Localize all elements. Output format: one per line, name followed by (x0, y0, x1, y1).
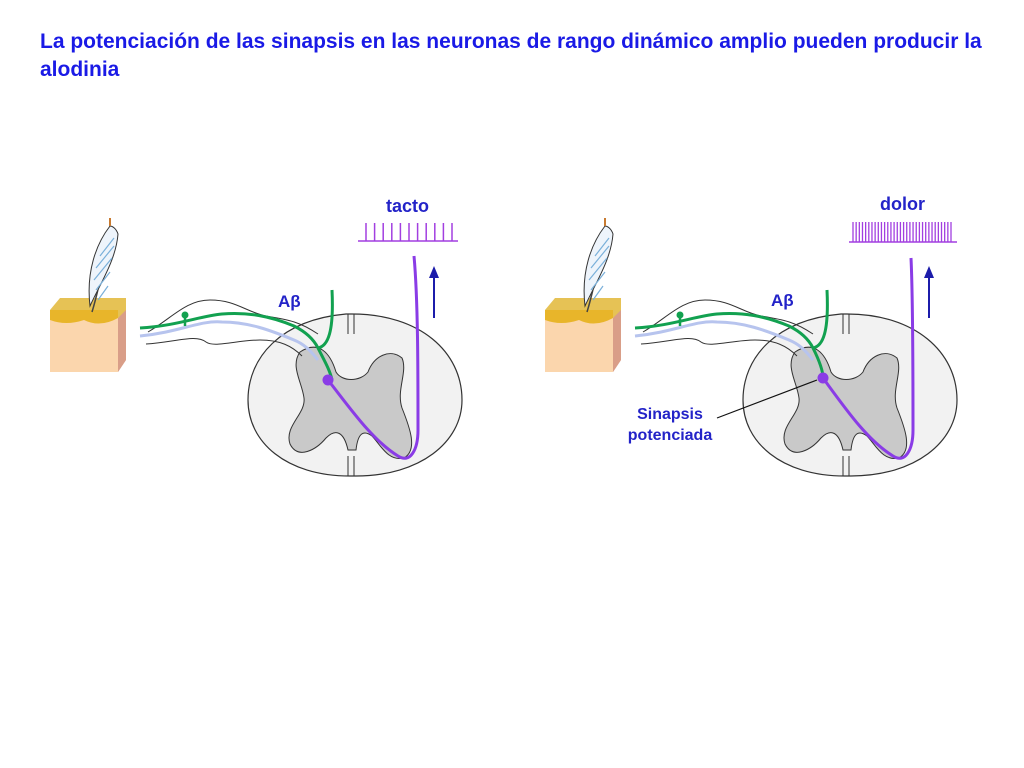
signal-label: dolor (880, 194, 925, 214)
fiber-label: Aβ (278, 292, 301, 311)
upward-arrow-icon (924, 266, 934, 318)
spike-train (358, 223, 458, 242)
projection-neuron (821, 257, 915, 460)
abeta-fiber (139, 289, 334, 381)
skin-block-icon (50, 298, 126, 372)
abeta-fiber (634, 289, 829, 379)
upward-arrow-icon (429, 266, 439, 318)
spike-train (849, 222, 957, 243)
grey-matter (783, 346, 908, 460)
fiber-label: Aβ (771, 291, 794, 310)
signal-label: tacto (386, 196, 430, 216)
feather-icon (88, 218, 119, 313)
slide-title: La potenciación de las sinapsis en las n… (40, 30, 982, 81)
synapse-label: Sinapsis potenciada (627, 406, 713, 444)
synapse-pointer-line (716, 379, 818, 419)
panel-potentiated-diagram (545, 218, 958, 477)
feather-icon (583, 218, 614, 313)
synapse-dot (817, 372, 829, 384)
synapse-dot (322, 374, 334, 386)
projection-neuron (326, 255, 420, 460)
skin-block-icon (545, 298, 621, 372)
panel-normal-diagram (50, 218, 463, 477)
grey-matter (288, 346, 413, 460)
